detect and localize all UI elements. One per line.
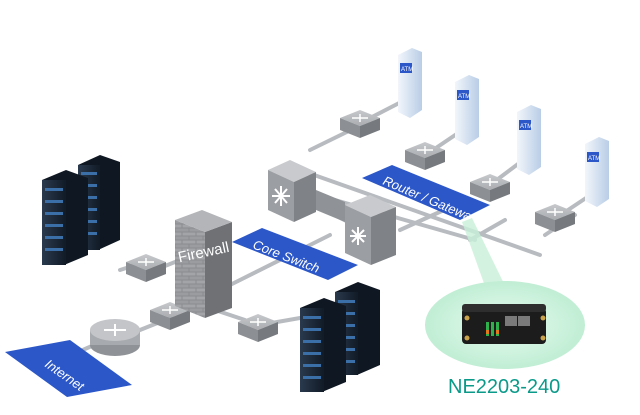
atm-icon: ATM (455, 75, 479, 145)
core-switch-link (316, 190, 345, 222)
switch-icon (535, 204, 575, 232)
core-switch-icon (268, 160, 316, 222)
callout-pointer (462, 218, 512, 300)
atm-label: ATM (588, 156, 600, 162)
device-callout (425, 281, 585, 369)
router-device-icon (462, 304, 546, 344)
atm-label: ATM (401, 67, 413, 73)
switch-icon (238, 314, 278, 342)
internet-band: Internet (5, 340, 132, 397)
server-rack-icon (42, 170, 88, 265)
core-switch-icon (345, 195, 396, 265)
core-switch-band: Core Switch (232, 228, 358, 280)
atm-label: ATM (520, 124, 532, 130)
firewall-icon: Firewall (175, 210, 232, 318)
atm-icon: ATM (398, 48, 422, 118)
server-rack-icon (300, 298, 346, 392)
switch-icon (405, 142, 445, 170)
atm-icon: ATM (517, 105, 541, 175)
switch-icon (340, 110, 380, 138)
device-model-caption: NE2203-240 (448, 376, 560, 398)
atm-icon: ATM (585, 137, 609, 207)
router-icon (90, 319, 140, 356)
atm-label: ATM (458, 94, 470, 100)
switch-icon (470, 174, 510, 202)
switch-icon (126, 254, 166, 282)
